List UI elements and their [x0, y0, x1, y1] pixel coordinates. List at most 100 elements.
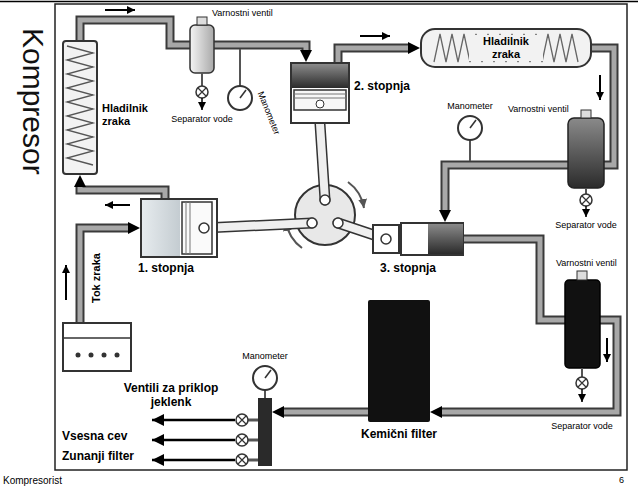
gauge-dial	[228, 86, 252, 110]
drain-label: Separator vode	[542, 421, 622, 431]
piston	[182, 202, 212, 254]
compressed-air	[292, 64, 348, 88]
text-holder: Kemični filter	[356, 428, 442, 442]
crank-pin	[333, 218, 343, 228]
flow-arrow	[105, 9, 135, 11]
cylinder-wall	[291, 63, 349, 123]
cylinder-valves	[152, 414, 258, 466]
air-pipe	[80, 228, 128, 322]
text-holder: 2. stopnja	[354, 80, 410, 94]
pipe-bore	[80, 228, 128, 322]
compressor-stage: 3. stopnja	[372, 222, 464, 256]
gauge-stem	[264, 390, 266, 398]
text-holder: 1. stopnja	[138, 262, 194, 276]
air-pipe	[338, 48, 408, 62]
cooler-body	[421, 29, 591, 67]
air-pipe	[284, 412, 368, 413]
pipe-wall	[284, 408, 368, 417]
text-holder: Kompresorist	[3, 475, 62, 487]
drain-pipe	[585, 188, 587, 194]
intake-filter: Vsesna cevZunanji filter	[62, 322, 132, 372]
manifold-label: Ventili za priklop jeklenk	[113, 382, 229, 410]
drain-label: Separator vode	[162, 114, 242, 124]
picture-frame	[55, 4, 627, 470]
text-holder: Tok zraka	[90, 253, 103, 303]
shutoff-valve	[236, 414, 248, 426]
text-holder: Varnostni ventil	[212, 8, 273, 18]
air-cooler: Hladilnik zraka	[420, 28, 592, 68]
chemical-filter-shape	[368, 300, 430, 422]
top-rule	[0, 1, 638, 3]
separator-tank	[565, 280, 600, 368]
text-holder: Vsesna cev	[62, 430, 127, 444]
piston-ring	[186, 202, 187, 254]
valve-label: Varnostni ventil	[556, 258, 617, 268]
filter-housing	[368, 300, 430, 422]
filter-hole	[102, 353, 107, 358]
air-cooler-shape	[62, 40, 98, 175]
text-holder: Hladilnik zraka	[102, 102, 156, 127]
piston-ring	[294, 94, 346, 95]
filter-label: Kemični filter	[356, 428, 442, 442]
pressure-gauge	[458, 116, 482, 161]
gauge-label: Manometer	[225, 351, 305, 361]
gauge-stem	[469, 140, 471, 161]
cooler-coil	[434, 34, 578, 62]
text-holder: Ventili za priklop jeklenk	[113, 382, 229, 410]
drain-pipe	[581, 368, 583, 377]
valve-pipe	[248, 439, 258, 442]
manifold-bar	[258, 398, 272, 466]
text-holder: Separator vode	[542, 421, 622, 431]
intake-air	[142, 200, 180, 256]
gauge-needle	[265, 370, 271, 378]
drain-valve	[196, 86, 208, 98]
flow-arrow	[360, 35, 390, 37]
stage-label: 2. stopnja	[354, 80, 410, 94]
valve-pipe	[248, 459, 258, 462]
valve-cross	[238, 436, 246, 444]
text-holder: Varnostni ventil	[508, 104, 569, 114]
pipe-bore	[442, 239, 617, 412]
valve-manifold-shape	[258, 398, 272, 466]
filter-hole	[89, 353, 94, 358]
flow-arrows	[66, 10, 607, 362]
water-separator	[568, 110, 604, 217]
valve-cross	[238, 456, 246, 464]
compressor-stage: 1. stopnja	[140, 198, 218, 258]
valve-manifold: Ventili za priklop jeklenk	[258, 398, 272, 466]
flow-arrow	[599, 75, 601, 100]
connecting-rod	[320, 124, 325, 200]
connecting-rod	[320, 124, 325, 200]
air-pipe	[80, 187, 165, 198]
shutoff-valve	[236, 434, 248, 446]
safety-valve	[197, 17, 207, 25]
text-holder: Manometer	[430, 101, 510, 111]
pipe-bore	[338, 48, 408, 62]
compressed-air	[428, 224, 463, 254]
page-number: 6	[619, 475, 624, 485]
gauge-dial	[253, 366, 277, 390]
filter-hole	[76, 353, 81, 358]
piston-pin	[381, 234, 391, 244]
text-holder: 6	[619, 475, 624, 485]
stage-label: 3. stopnja	[380, 262, 436, 276]
gauge-stem	[239, 49, 241, 86]
piston-ring	[294, 98, 346, 99]
outlet-arrow	[152, 439, 235, 442]
rotation-arrow	[348, 182, 364, 208]
gauge-needle	[240, 90, 246, 98]
text-holder: Separator vode	[162, 114, 242, 124]
outlet-arrow	[152, 459, 235, 462]
water-separator	[565, 271, 600, 402]
text-holder: 3. stopnja	[380, 262, 436, 276]
pipe-wall	[338, 48, 408, 62]
valve-cross	[578, 379, 586, 387]
cylinder-wall	[141, 199, 217, 257]
flow-arrow	[606, 338, 608, 362]
drain-valve	[580, 194, 592, 206]
text-holder: Varnostni ventil	[556, 258, 617, 268]
water-separator	[190, 17, 214, 110]
valve-pipe	[248, 419, 258, 422]
intake-filter-shape	[62, 322, 132, 372]
crank-pin	[307, 218, 317, 228]
